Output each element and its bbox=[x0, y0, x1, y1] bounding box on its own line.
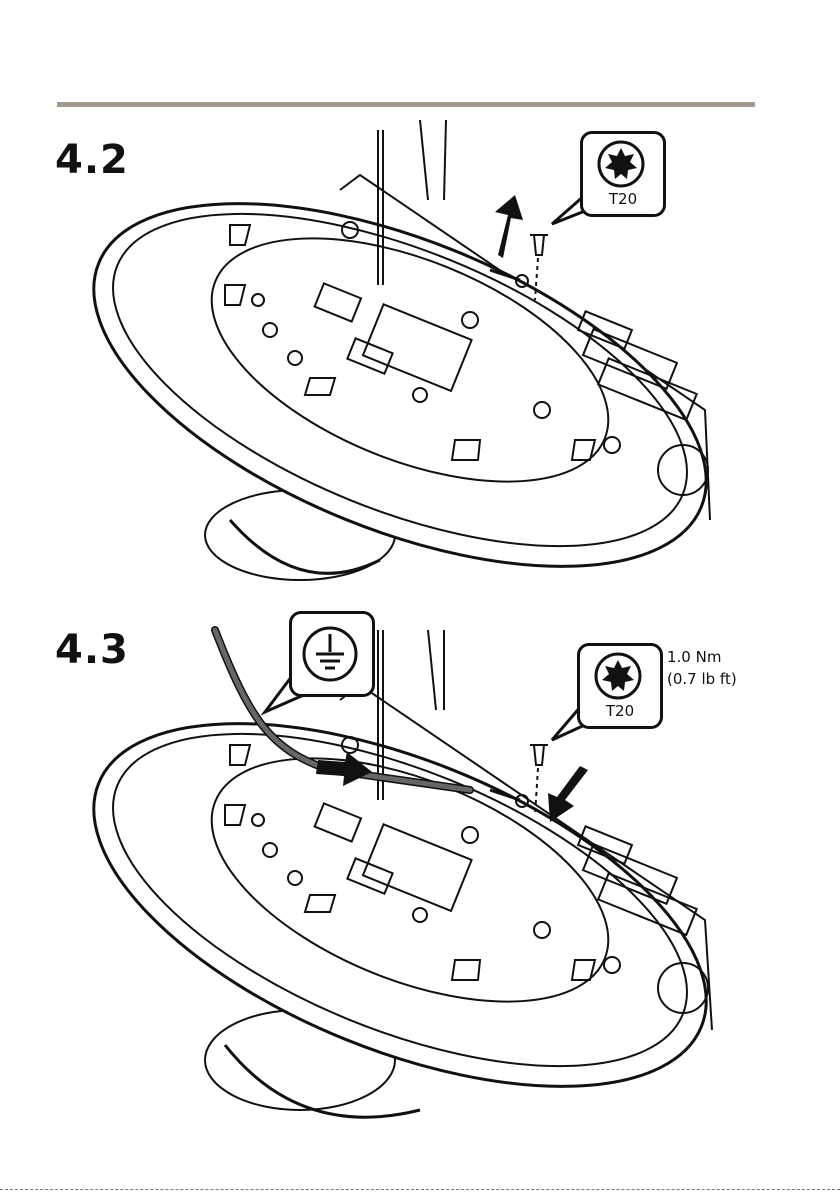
torx-bit-icon bbox=[583, 134, 663, 194]
torque-metric: 1.0 Nm bbox=[667, 646, 737, 668]
arrow-icon bbox=[548, 766, 588, 822]
torque-spec: 1.0 Nm (0.7 lb ft) bbox=[667, 646, 737, 690]
tool-label: T20 bbox=[583, 190, 663, 208]
torque-imperial: (0.7 lb ft) bbox=[667, 668, 737, 690]
arrow-icon bbox=[495, 195, 523, 258]
torx-bit-icon bbox=[580, 646, 660, 706]
pole bbox=[428, 630, 444, 710]
protective-earth-icon bbox=[292, 614, 372, 694]
tool-callout: T20 bbox=[577, 643, 663, 729]
pole bbox=[420, 120, 446, 200]
mount-illustration bbox=[0, 120, 840, 600]
header-rule bbox=[57, 102, 755, 107]
mount-illustration bbox=[0, 620, 840, 1180]
ground-callout bbox=[289, 611, 375, 697]
tool-callout: T20 bbox=[580, 131, 666, 217]
tool-label: T20 bbox=[580, 702, 660, 720]
